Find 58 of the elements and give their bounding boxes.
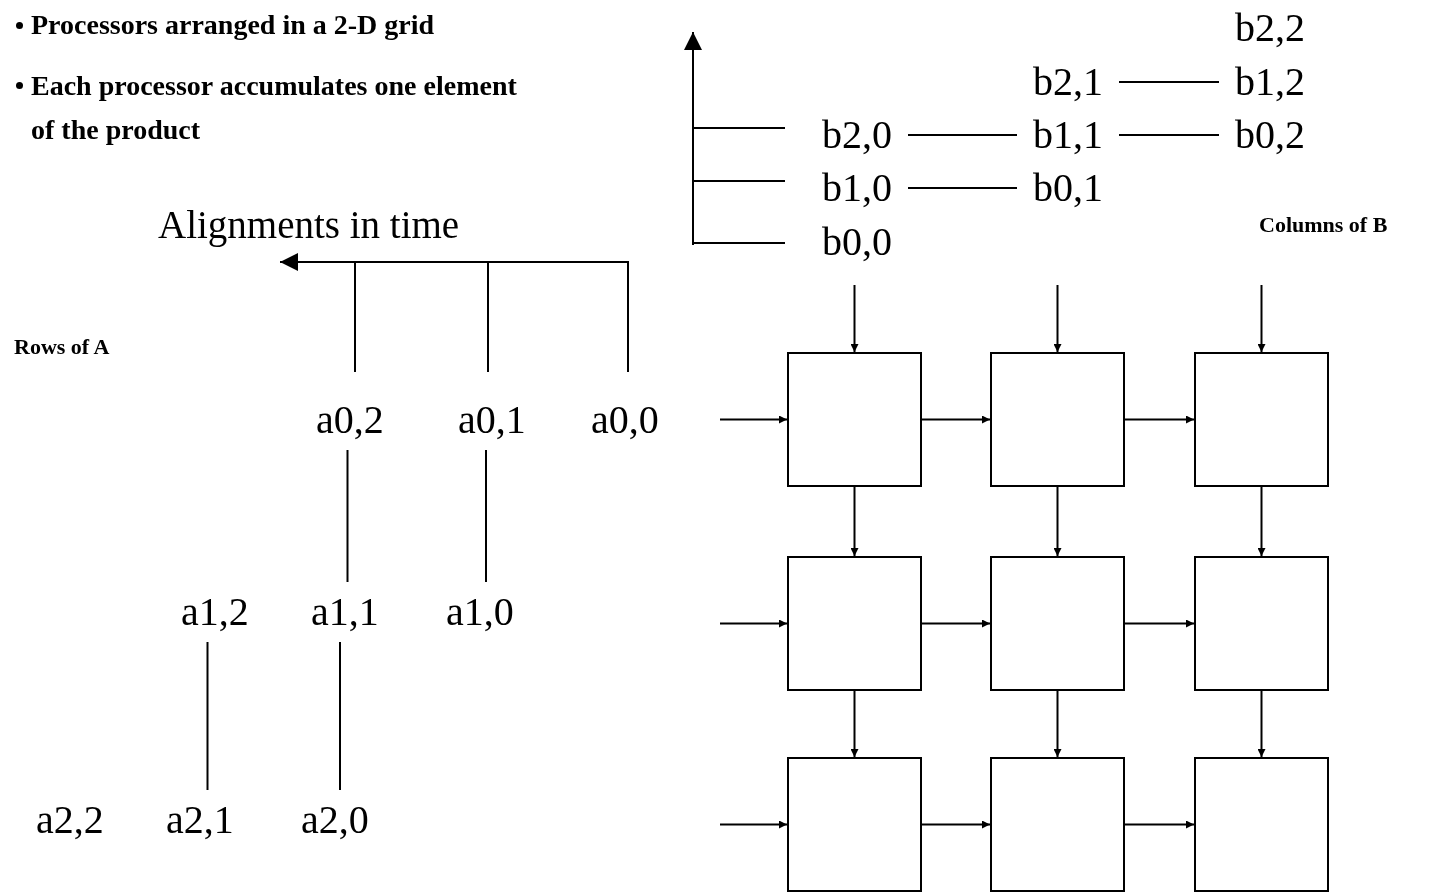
matrix-element-label: b1,2 bbox=[1235, 62, 1305, 102]
arrow bbox=[719, 619, 788, 628]
connector-line bbox=[1118, 81, 1220, 83]
arrow bbox=[1124, 820, 1195, 829]
caption-text: Columns of B bbox=[1259, 211, 1388, 239]
matrix-element-label: a0,2 bbox=[316, 400, 384, 440]
arrow bbox=[921, 820, 991, 829]
connector-line bbox=[485, 449, 487, 583]
arrow bbox=[1257, 486, 1266, 557]
connector-line bbox=[907, 134, 1018, 136]
arrow bbox=[850, 284, 859, 353]
processor-box bbox=[787, 352, 922, 487]
matrix-element-label: b1,0 bbox=[822, 168, 892, 208]
matrix-element-label: a1,1 bbox=[311, 592, 379, 632]
matrix-element-label: a2,1 bbox=[166, 800, 234, 840]
arrow bbox=[719, 820, 788, 829]
connector-line bbox=[1118, 134, 1220, 136]
processor-box bbox=[1194, 352, 1329, 487]
arrow bbox=[1124, 619, 1195, 628]
arrow bbox=[1053, 284, 1062, 353]
arrow bbox=[850, 486, 859, 557]
arrow bbox=[1124, 415, 1195, 424]
connector-line bbox=[346, 449, 349, 583]
processor-box bbox=[1194, 556, 1329, 691]
connector-line bbox=[907, 187, 1018, 189]
arrow bbox=[1053, 486, 1062, 557]
caption-text: Rows of A bbox=[14, 333, 110, 361]
bullet-text: Each processor accumulates one element of the product bbox=[31, 69, 518, 147]
matrix-element-label: b2,2 bbox=[1235, 8, 1305, 48]
matrix-element-label: b0,2 bbox=[1235, 115, 1305, 155]
arrow bbox=[1257, 690, 1266, 758]
arrow bbox=[850, 690, 859, 758]
matrix-element-label: a1,0 bbox=[446, 592, 514, 632]
matrix-element-label: b0,0 bbox=[822, 222, 892, 262]
processor-box bbox=[990, 757, 1125, 892]
arrow bbox=[1053, 690, 1062, 758]
processor-box bbox=[787, 556, 922, 691]
matrix-element-label: b0,1 bbox=[1033, 168, 1103, 208]
matrix-element-label: a0,1 bbox=[458, 400, 526, 440]
processor-box bbox=[990, 352, 1125, 487]
connector-line bbox=[206, 641, 209, 791]
matrix-element-label: a0,0 bbox=[591, 400, 659, 440]
matrix-element-label: a2,0 bbox=[301, 800, 369, 840]
arrow bbox=[921, 619, 991, 628]
caption-text: Alignments in time bbox=[158, 202, 460, 249]
processor-box bbox=[1194, 757, 1329, 892]
matrix-element-label: a1,2 bbox=[181, 592, 249, 632]
matrix-element-label: b2,1 bbox=[1033, 62, 1103, 102]
processor-box bbox=[990, 556, 1125, 691]
arrow bbox=[1257, 284, 1266, 353]
connector-line bbox=[339, 641, 341, 791]
processor-box bbox=[787, 757, 922, 892]
matrix-element-label: b1,1 bbox=[1033, 115, 1103, 155]
matrix-element-label: b2,0 bbox=[822, 115, 892, 155]
arrow bbox=[921, 415, 991, 424]
arrow bbox=[719, 415, 788, 424]
bullet-text: Processors arranged in a 2-D grid bbox=[31, 8, 435, 42]
matrix-element-label: a2,2 bbox=[36, 800, 104, 840]
